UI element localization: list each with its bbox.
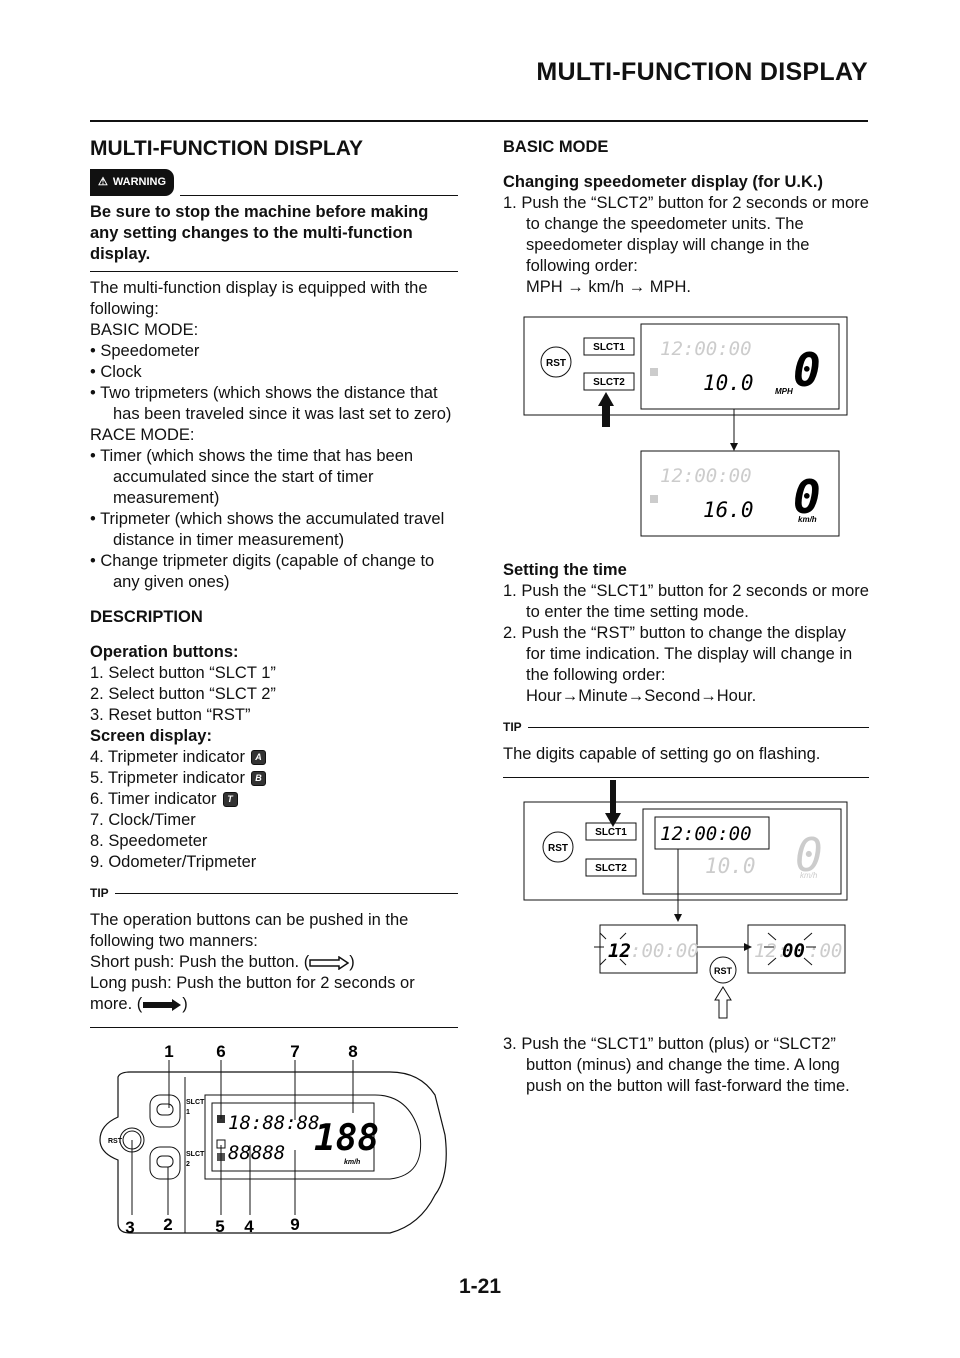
callout-7: 7 [290,1042,299,1061]
display-overview-diagram: SLCT1 SLCT2 RST 18:88:88 88888 188 km/h … [99,1042,447,1237]
svg-text:12:00:00: 12:00:00 [660,823,752,845]
svg-text:10.0: 10.0 [705,854,756,878]
tripmeter-b-icon: B [250,771,266,787]
svg-text:RST: RST [714,966,733,976]
timer-icon: T [222,792,238,808]
push-arrow-icon [605,780,621,827]
callout-5: 5 [215,1217,224,1236]
speedometer-units-diagram: RST SLCT1 SLCT2 12:00:00 10.0 0 MPH 12:0… [523,316,848,537]
tripmeter-a-icon: A [250,750,266,766]
svg-text:12:00:00: 12:00:00 [660,465,752,487]
svg-text:RST: RST [548,843,568,854]
header-rule [90,120,868,122]
step-3: 3. Push the “SLCT1” button (plus) or “SL… [503,1035,850,1095]
svg-text:12: 12 [608,940,631,962]
svg-text:RST: RST [546,358,566,369]
right-column: BASIC MODE Changing speedometer display … [503,138,869,296]
page-number: 1-21 [458,1275,502,1298]
svg-text:0: 0 [793,470,821,524]
warning-icon: ⚠ [98,176,108,188]
warning-badge: ⚠WARNING [90,169,175,196]
svg-text:10.0: 10.0 [703,371,754,395]
callout-8: 8 [348,1042,357,1061]
short-push-arrow-icon [309,955,350,971]
callout-6: 6 [216,1042,225,1061]
svg-text:2: 2 [186,1161,190,1168]
warning-text: Be sure to stop the machine before makin… [90,203,429,263]
intro: The multi-function display is equipped w… [90,279,428,318]
svg-text:1: 1 [186,1109,190,1116]
left-column: MULTI-FUNCTION DISPLAY ⚠WARNING Be sure … [90,134,458,1034]
svg-text:88888: 88888 [228,1142,285,1164]
time-setting-section: Setting the time 1. Push the “SLCT1” but… [503,560,869,784]
svg-text:RST: RST [108,1138,123,1145]
svg-text:18:88:88: 18:88:88 [228,1112,320,1134]
callout-2: 2 [163,1215,172,1234]
svg-text:SLCT1: SLCT1 [593,342,625,353]
warning-header: ⚠WARNING [90,169,458,196]
running-header: MULTI-FUNCTION DISPLAY [536,58,868,86]
svg-text:16.0: 16.0 [703,498,754,522]
svg-text:SLCT2: SLCT2 [593,377,625,388]
long-push-arrow-icon [143,998,182,1011]
svg-text:12:: 12: [754,940,788,962]
callout-1: 1 [164,1042,173,1061]
svg-text:SLCT: SLCT [186,1151,205,1158]
callout-4: 4 [244,1217,254,1236]
svg-text:SLCT2: SLCT2 [595,863,627,874]
svg-text::00:00: :00:00 [630,940,699,962]
push-outline-arrow-icon [714,986,732,1019]
svg-text:MPH: MPH [775,387,793,396]
svg-text:km/h: km/h [798,515,817,524]
svg-text:0: 0 [795,828,823,882]
callout-3: 3 [125,1218,134,1237]
callout-9: 9 [290,1215,299,1234]
description-heading: DESCRIPTION [90,608,203,626]
svg-text::00: :00 [808,940,842,962]
push-arrow-icon [598,392,614,427]
svg-text:km/h: km/h [800,871,818,880]
svg-text:0: 0 [793,343,821,397]
tip-header: TIP [90,883,458,904]
svg-text:SLCT: SLCT [186,1099,205,1106]
section-title: MULTI-FUNCTION DISPLAY [90,137,363,160]
time-setting-diagram: RST SLCT1 SLCT2 12:00:00 10.0 0 km/h 12 … [523,780,848,1019]
svg-text:SLCT1: SLCT1 [595,827,627,838]
svg-text:12:00:00: 12:00:00 [660,338,752,360]
svg-text:188: 188 [314,1118,379,1159]
svg-text:00: 00 [782,940,805,962]
svg-text:km/h: km/h [344,1159,360,1166]
